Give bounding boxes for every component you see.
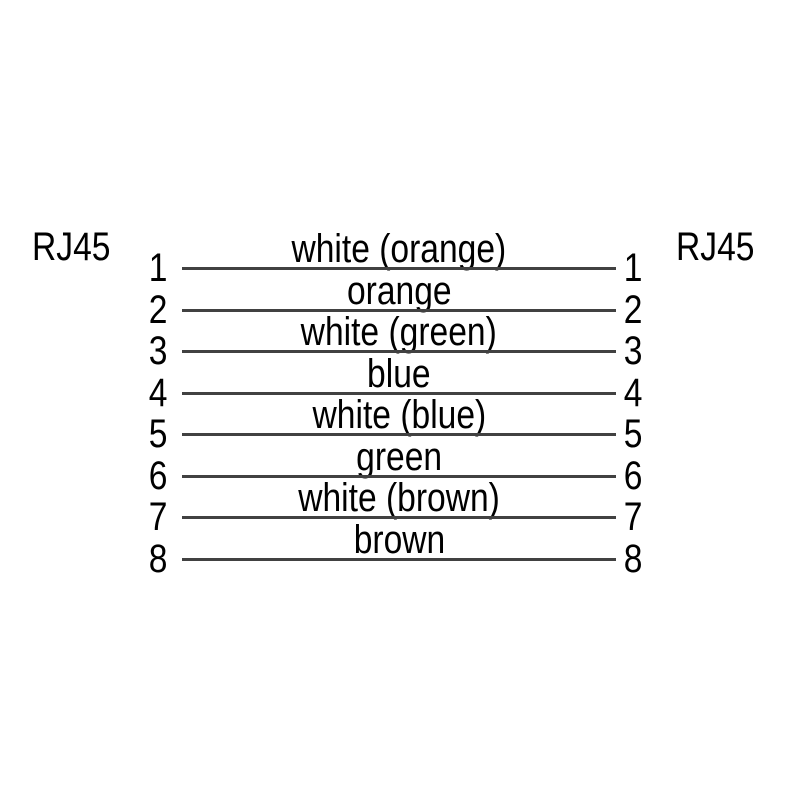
wire-line: [182, 392, 616, 395]
wire-color-label: orange: [182, 271, 616, 311]
wire-color-label: brown: [182, 520, 616, 560]
pin-number-right: 3: [620, 331, 647, 371]
pin-number-right: 8: [620, 539, 647, 579]
pin-number-right-text: 4: [624, 371, 643, 415]
wire-line: [182, 475, 616, 478]
pin-number-right-text: 2: [624, 288, 643, 332]
wire-line: [182, 433, 616, 436]
pin-number-left-text: 1: [149, 246, 168, 290]
wire-color-label-text: white (green): [300, 310, 498, 354]
pin-number-right-text: 3: [624, 329, 643, 373]
wire-color-label: white (green): [182, 312, 616, 352]
connector-label-left-text: RJ45: [32, 225, 111, 269]
wire-color-label-text: white (orange): [291, 227, 507, 271]
pin-number-right: 1: [620, 248, 647, 288]
wire-color-label-text: white (blue): [312, 393, 486, 437]
pin-number-left: 2: [145, 290, 172, 330]
wire-line: [182, 350, 616, 353]
pin-number-right: 2: [620, 290, 647, 330]
pin-number-right-text: 1: [624, 246, 643, 290]
wire-color-label-text: orange: [346, 269, 452, 313]
pin-number-left: 7: [145, 497, 172, 537]
pin-number-left-text: 7: [149, 495, 168, 539]
pin-number-left-text: 5: [149, 412, 168, 456]
wire-color-label-text: green: [356, 435, 442, 479]
wire-color-label: white (brown): [182, 478, 616, 518]
pin-number-left-text: 6: [149, 454, 168, 498]
connector-label-right-text: RJ45: [676, 225, 755, 269]
pin-number-left: 8: [145, 539, 172, 579]
pin-number-right-text: 6: [624, 454, 643, 498]
pin-number-right-text: 5: [624, 412, 643, 456]
wire-color-label-text: blue: [367, 352, 431, 396]
connector-label-right: RJ45: [676, 227, 769, 267]
wire-color-label: white (blue): [182, 395, 616, 435]
pin-number-right: 6: [620, 456, 647, 496]
wire-line: [182, 267, 616, 270]
pin-number-left-text: 8: [149, 537, 168, 581]
wire-line: [182, 516, 616, 519]
pin-number-left: 6: [145, 456, 172, 496]
pin-number-left-text: 2: [149, 288, 168, 332]
pin-number-right: 5: [620, 414, 647, 454]
wire-color-label: blue: [182, 354, 616, 394]
wire-color-label: green: [182, 437, 616, 477]
pin-number-left: 4: [145, 373, 172, 413]
wire-line: [182, 309, 616, 312]
pin-number-right-text: 8: [624, 537, 643, 581]
wire-line: [182, 558, 616, 561]
pin-number-left: 5: [145, 414, 172, 454]
pin-number-right-text: 7: [624, 495, 643, 539]
wire-color-label: white (orange): [182, 229, 616, 269]
pin-number-left: 1: [145, 248, 172, 288]
pin-number-right: 4: [620, 373, 647, 413]
pin-number-left-text: 4: [149, 371, 168, 415]
wire-color-label-text: brown: [353, 518, 445, 562]
pin-number-left: 3: [145, 331, 172, 371]
wire-color-label-text: white (brown): [298, 476, 500, 520]
pin-number-right: 7: [620, 497, 647, 537]
pin-number-left-text: 3: [149, 329, 168, 373]
connector-label-left: RJ45: [32, 227, 125, 267]
